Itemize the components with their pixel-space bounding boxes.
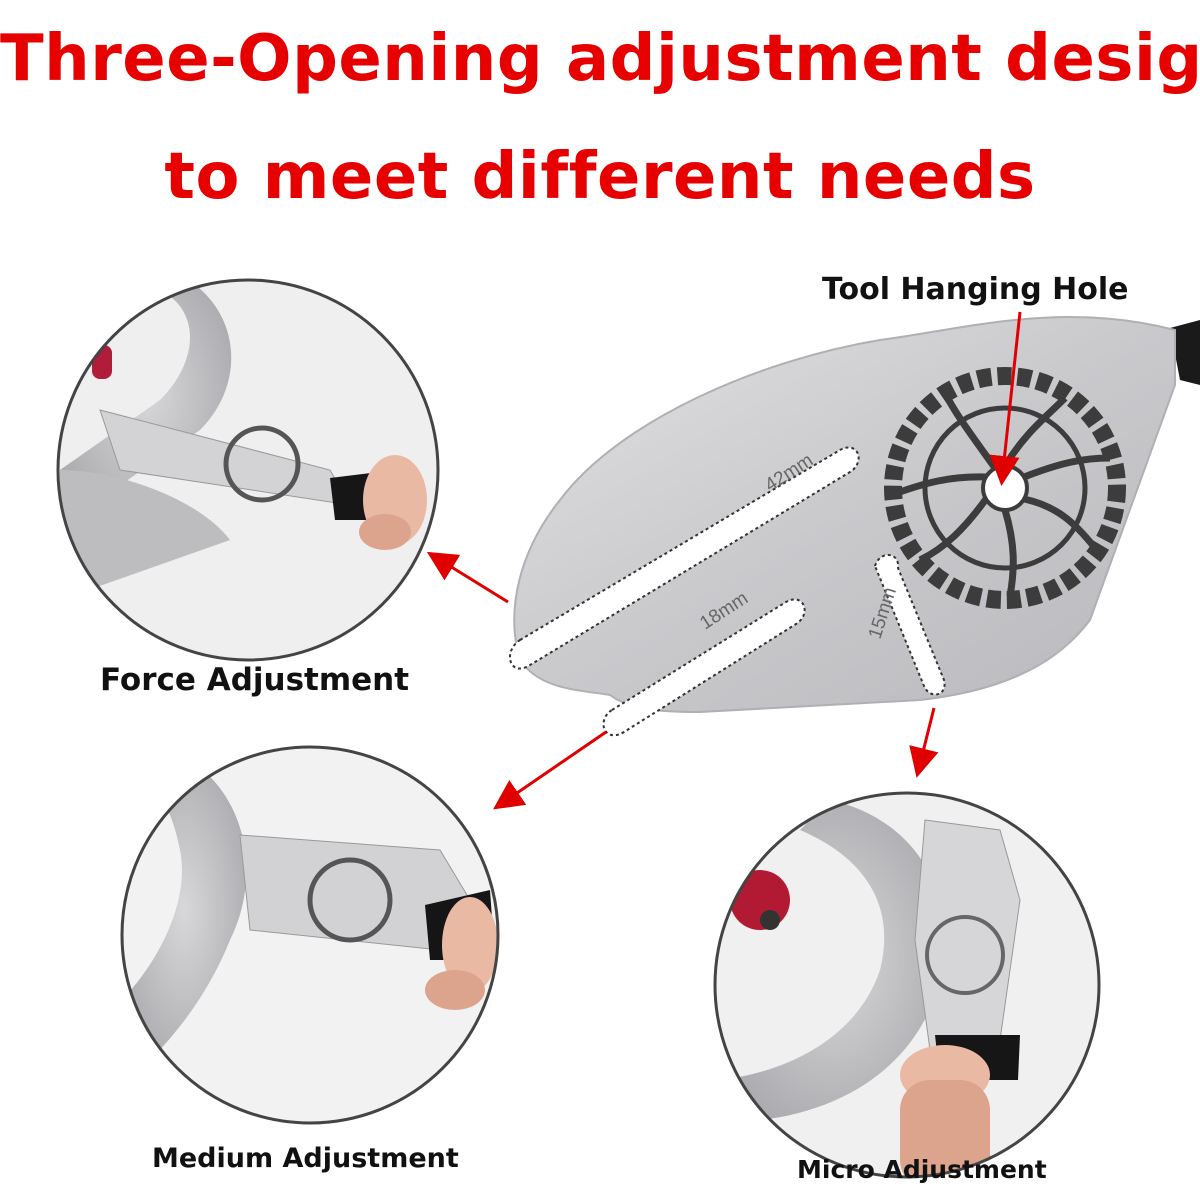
inset-micro bbox=[713, 791, 1101, 1179]
label-micro-adjustment: Micro Adjustment bbox=[797, 1155, 1047, 1184]
slot-18mm bbox=[602, 598, 806, 737]
headline-line-1: Three-Opening adjustment design bbox=[0, 22, 1200, 96]
slot-42mm bbox=[509, 446, 860, 670]
label-tool-hanging-hole: Tool Hanging Hole bbox=[822, 272, 1129, 307]
tool-handle-grip bbox=[1170, 320, 1200, 385]
rotor-etching bbox=[884, 367, 1126, 609]
tool-blade bbox=[513, 316, 1176, 714]
hanging-hole bbox=[981, 464, 1029, 512]
inset-force bbox=[56, 278, 440, 662]
arrow-medium bbox=[493, 730, 607, 810]
label-medium-adjustment: Medium Adjustment bbox=[152, 1143, 459, 1174]
arrow-hanging-hole bbox=[989, 311, 1022, 486]
label-force-adjustment: Force Adjustment bbox=[100, 662, 410, 698]
arrow-force bbox=[426, 551, 509, 604]
tool-main: 42mm 18mm 15mm bbox=[509, 316, 1200, 737]
inset-medium bbox=[120, 745, 500, 1125]
callout-arrows bbox=[426, 311, 1022, 810]
slot-15mm bbox=[873, 554, 946, 696]
slot-outlines bbox=[509, 446, 946, 737]
headline-line-2: to meet different needs bbox=[164, 140, 1036, 214]
arrow-micro bbox=[909, 707, 939, 778]
